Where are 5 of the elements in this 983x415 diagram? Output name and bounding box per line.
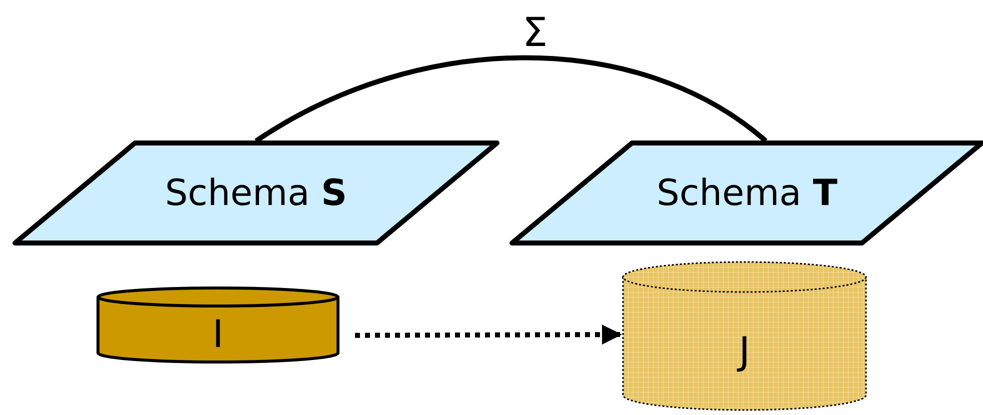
connector-arrow bbox=[355, 324, 622, 345]
node-label: J bbox=[738, 328, 750, 373]
node-label: I bbox=[212, 311, 224, 356]
node-label: Schema T bbox=[656, 172, 838, 214]
node-label: Schema S bbox=[164, 172, 348, 214]
